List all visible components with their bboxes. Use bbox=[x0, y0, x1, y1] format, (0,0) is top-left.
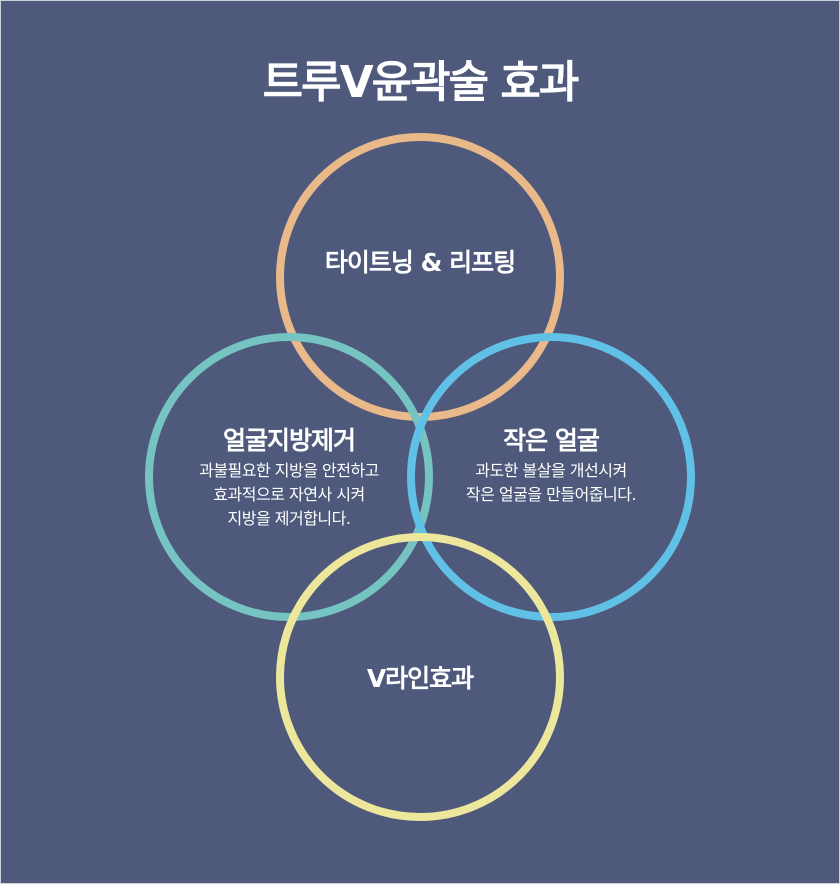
circle-left bbox=[145, 333, 433, 621]
circle-left-label: 얼굴지방제거 과불필요한 지방을 안전하고 효과적으로 자연사 시켜 지방을 제… bbox=[159, 425, 419, 531]
page-title: 트루V윤곽술 효과 bbox=[262, 57, 580, 108]
circle-left-desc-line: 지방을 제거합니다. bbox=[227, 509, 351, 528]
circle-right-desc-line: 작은 얼굴을 만들어줍니다. bbox=[465, 485, 637, 504]
circle-right bbox=[407, 333, 695, 621]
circle-left-desc-line: 효과적으로 자연사 시켜 bbox=[213, 485, 365, 504]
circle-right-description: 과도한 볼살을 개선시켜 작은 얼굴을 만들어줍니다. bbox=[421, 459, 681, 507]
circle-top-heading: 타이트닝 & 리프팅 bbox=[324, 248, 516, 277]
circle-left-description: 과불필요한 지방을 안전하고 효과적으로 자연사 시켜 지방을 제거합니다. bbox=[159, 459, 419, 531]
circle-right-label: 작은 얼굴 과도한 볼살을 개선시켜 작은 얼굴을 만들어줍니다. bbox=[421, 425, 681, 507]
circle-left-desc-line: 과불필요한 지방을 안전하고 bbox=[199, 461, 379, 480]
circle-bottom bbox=[276, 533, 564, 821]
circle-right-heading: 작은 얼굴 bbox=[503, 426, 600, 455]
circle-top bbox=[276, 133, 564, 421]
circle-bottom-heading: V라인효과 bbox=[366, 664, 474, 693]
circle-bottom-label: V라인효과 bbox=[280, 663, 560, 695]
circle-right-desc-line: 과도한 볼살을 개선시켜 bbox=[475, 461, 627, 480]
circle-top-label: 타이트닝 & 리프팅 bbox=[280, 247, 560, 279]
circle-left-heading: 얼굴지방제거 bbox=[222, 426, 356, 455]
